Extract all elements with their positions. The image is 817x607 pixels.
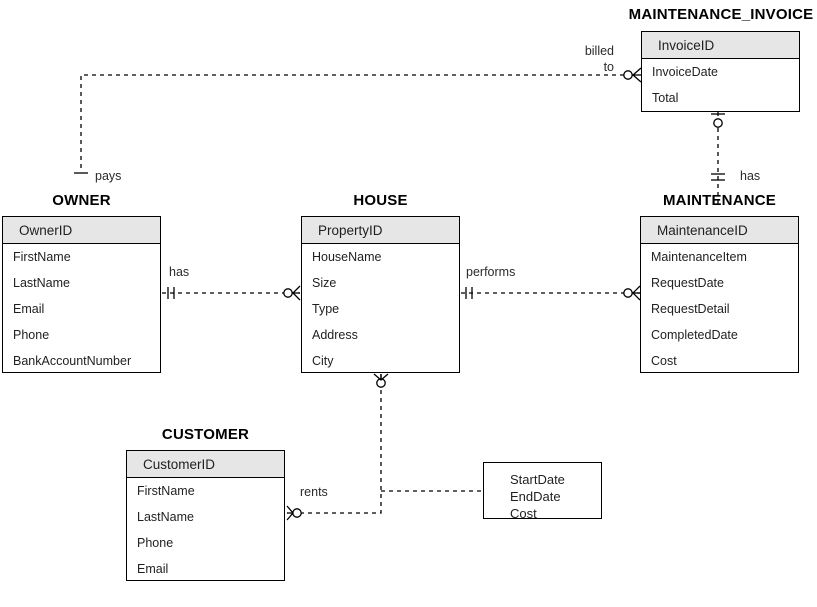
connector-invoice-has-maintenance xyxy=(711,112,725,204)
connector-owner-has-house xyxy=(162,285,301,301)
attribute-row: RequestDetail xyxy=(651,302,730,316)
entity-title-maintenance: MAINTENANCE xyxy=(662,192,777,209)
relationship-label-customer-rents-house: rents xyxy=(300,485,328,499)
relationship-label-line-2: to xyxy=(603,60,614,74)
attribute-row: CompletedDate xyxy=(651,328,738,342)
attribute-row: Address xyxy=(312,328,358,342)
entity-title-customer: CUSTOMER xyxy=(161,426,250,443)
attribute-row: HouseName xyxy=(312,250,382,264)
relationship-label-pays: pays xyxy=(95,169,122,183)
pk-attribute: MaintenanceID xyxy=(641,217,798,244)
attribute-row: Cost xyxy=(651,354,677,368)
entity-customer[interactable]: CustomerID FirstName LastName Phone Emai… xyxy=(126,450,285,581)
attribute-row: Email xyxy=(13,302,45,316)
entity-title-maintenance-invoice: MAINTENANCE_INVOICE xyxy=(628,6,814,23)
attribute-row: City xyxy=(312,354,334,368)
attribute-row: Phone xyxy=(13,328,50,342)
entity-title-house: HOUSE xyxy=(353,192,408,209)
attribute-row: Total xyxy=(652,91,679,105)
attribute-line: StartDate xyxy=(510,472,565,487)
entity-house[interactable]: PropertyID HouseName Size Type Address C… xyxy=(301,216,460,373)
attribute-row: FirstName xyxy=(137,484,195,498)
attribute-line: EndDate xyxy=(510,489,561,504)
rents-attribute-box[interactable]: StartDate EndDate Cost xyxy=(483,462,602,521)
attribute-row: InvoiceDate xyxy=(652,65,719,79)
attribute-line: Cost xyxy=(510,506,537,521)
attribute-row: LastName xyxy=(13,276,70,290)
connector-pays-billed-to xyxy=(74,67,642,174)
attribute-row: Size xyxy=(312,276,337,290)
relationship-label-line-1: billed xyxy=(584,44,614,58)
attribute-row: BankAccountNumber xyxy=(13,354,132,368)
attribute-row: Email xyxy=(137,562,169,576)
pk-attribute: OwnerID xyxy=(3,217,160,244)
attribute-row: FirstName xyxy=(13,250,71,264)
pk-attribute: InvoiceID xyxy=(642,32,799,59)
attribute-row: MaintenanceItem xyxy=(651,250,747,264)
relationship-label-owner-has-house: has xyxy=(169,265,190,279)
attribute-row: Type xyxy=(312,302,340,316)
attribute-row: RequestDate xyxy=(651,276,724,290)
attribute-row: Phone xyxy=(137,536,174,550)
entity-title-owner: OWNER xyxy=(52,192,111,209)
entity-maintenance[interactable]: MaintenanceID MaintenanceItem RequestDat… xyxy=(640,216,799,373)
entity-maintenance-invoice[interactable]: InvoiceID InvoiceDate Total xyxy=(641,31,800,112)
pk-attribute: CustomerID xyxy=(127,451,284,478)
relationship-label-house-performs-maintenance: performs xyxy=(466,265,516,279)
relationship-label-invoice-has-maintenance: has xyxy=(740,169,761,183)
relationship-label-billed-to: billed to xyxy=(546,43,614,75)
connector-house-performs-maintenance xyxy=(461,285,641,301)
entity-owner[interactable]: OwnerID FirstName LastName Email Phone B… xyxy=(2,216,161,373)
pk-attribute: PropertyID xyxy=(302,217,459,244)
attribute-row: LastName xyxy=(137,510,194,524)
